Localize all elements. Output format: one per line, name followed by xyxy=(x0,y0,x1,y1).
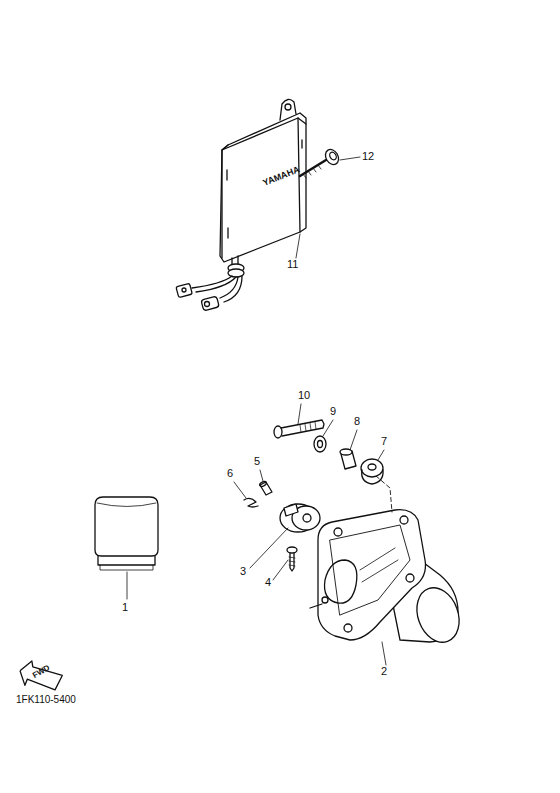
collar-8 xyxy=(340,449,356,469)
callout-number: 8 xyxy=(354,416,360,427)
callout-number: 11 xyxy=(287,259,298,270)
clip-6 xyxy=(244,498,258,507)
callout-number: 1 xyxy=(122,602,128,613)
callout-number: 12 xyxy=(362,151,374,162)
diagram-code: 1FK110-5400 xyxy=(16,695,76,705)
callout-number: 10 xyxy=(298,390,310,401)
grommet-7 xyxy=(361,459,383,484)
callout-number: 7 xyxy=(381,436,387,447)
cdi-unit xyxy=(176,99,306,310)
bolt-10 xyxy=(274,420,324,438)
rotor-3 xyxy=(280,504,320,532)
forward-arrow: FWD xyxy=(18,660,64,691)
housing xyxy=(310,510,466,648)
washer-9 xyxy=(314,436,326,452)
leader-lines xyxy=(127,157,386,665)
callout-number: 4 xyxy=(265,577,271,588)
screw-4 xyxy=(287,547,297,571)
callout-number: 9 xyxy=(330,406,336,417)
callout-number: 3 xyxy=(240,566,246,577)
callout-number: 5 xyxy=(254,456,260,467)
screw-12 xyxy=(300,147,341,178)
callout-number: 6 xyxy=(227,468,233,479)
relay xyxy=(95,497,158,570)
pin-5 xyxy=(259,481,272,495)
callout-number: 2 xyxy=(381,666,387,677)
